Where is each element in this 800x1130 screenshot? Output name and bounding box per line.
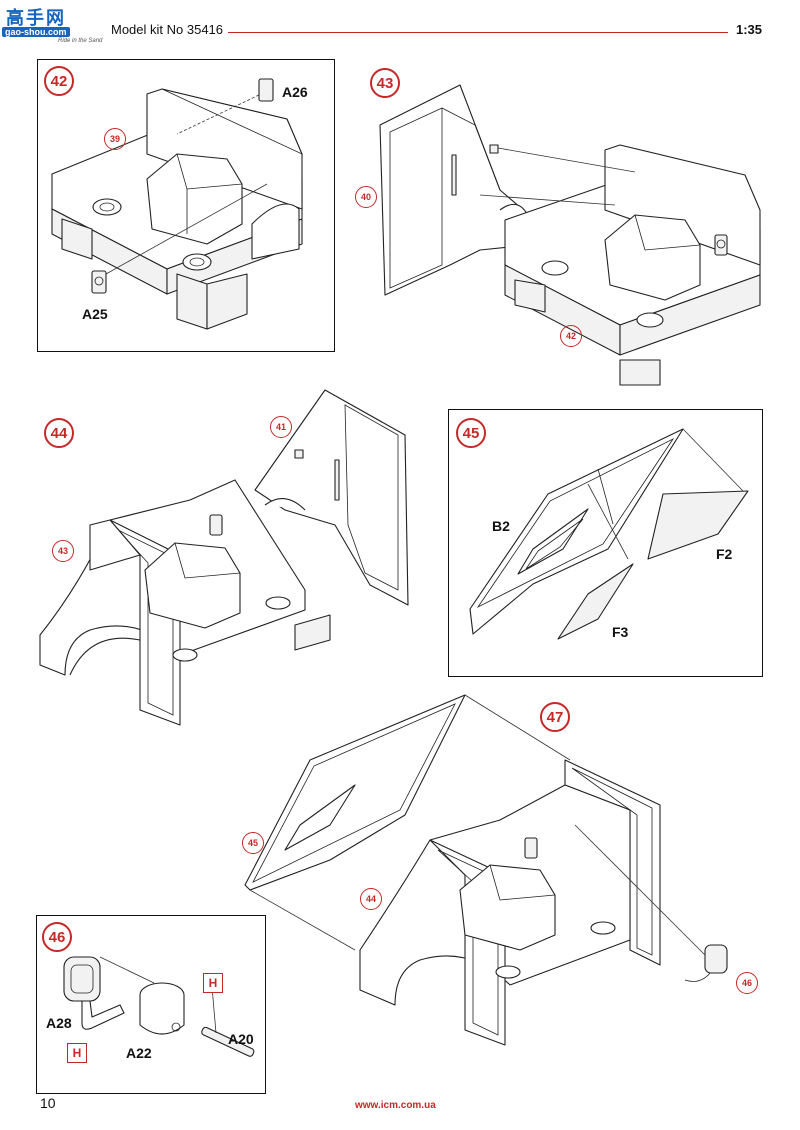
step-43-drawing [379, 84, 761, 386]
kit-title: Model kit No 35416 [111, 22, 224, 37]
step-45-drawing [469, 428, 749, 640]
ref-step-41: 41 [270, 416, 292, 438]
ref-step-39: 39 [104, 128, 126, 150]
logo-text: 高手网 [6, 8, 66, 29]
step-46-number: 46 [42, 922, 72, 952]
part-label-f2: F2 [716, 546, 733, 562]
ref-step-40: 40 [355, 186, 377, 208]
part-label-a25: A25 [82, 306, 108, 322]
ref-step-46: 46 [736, 972, 758, 994]
part-label-a22: A22 [126, 1045, 152, 1061]
ref-step-43: 43 [52, 540, 74, 562]
step-42-drawing [51, 78, 303, 330]
ref-step-44: 44 [360, 888, 382, 910]
page-number: 10 [40, 1095, 56, 1111]
marker-h-a28: H [67, 1043, 87, 1063]
logo-tagline: Ride in the Sand [58, 38, 103, 44]
step-44-drawing [39, 389, 409, 726]
part-label-f3: F3 [612, 624, 629, 640]
part-label-a20: A20 [228, 1031, 254, 1047]
header-rule [228, 32, 728, 33]
ref-step-45: 45 [242, 832, 264, 854]
marker-h-a22: H [203, 973, 223, 993]
step-43-number: 43 [370, 68, 400, 98]
step-45-number: 45 [456, 418, 486, 448]
part-label-b2: B2 [492, 518, 510, 534]
footer-url[interactable]: www.icm.com.ua [355, 1100, 436, 1111]
step-44-number: 44 [44, 418, 74, 448]
step-47-drawing [244, 694, 728, 1046]
step-42-number: 42 [44, 66, 74, 96]
part-label-a28: A28 [46, 1015, 72, 1031]
step-47-number: 47 [540, 702, 570, 732]
part-label-a26: A26 [282, 84, 308, 100]
step-46-drawing [63, 956, 255, 1057]
logo-url: gao-shou.com [2, 27, 70, 37]
kit-scale: 1:35 [736, 22, 763, 37]
ref-step-42: 42 [560, 325, 582, 347]
